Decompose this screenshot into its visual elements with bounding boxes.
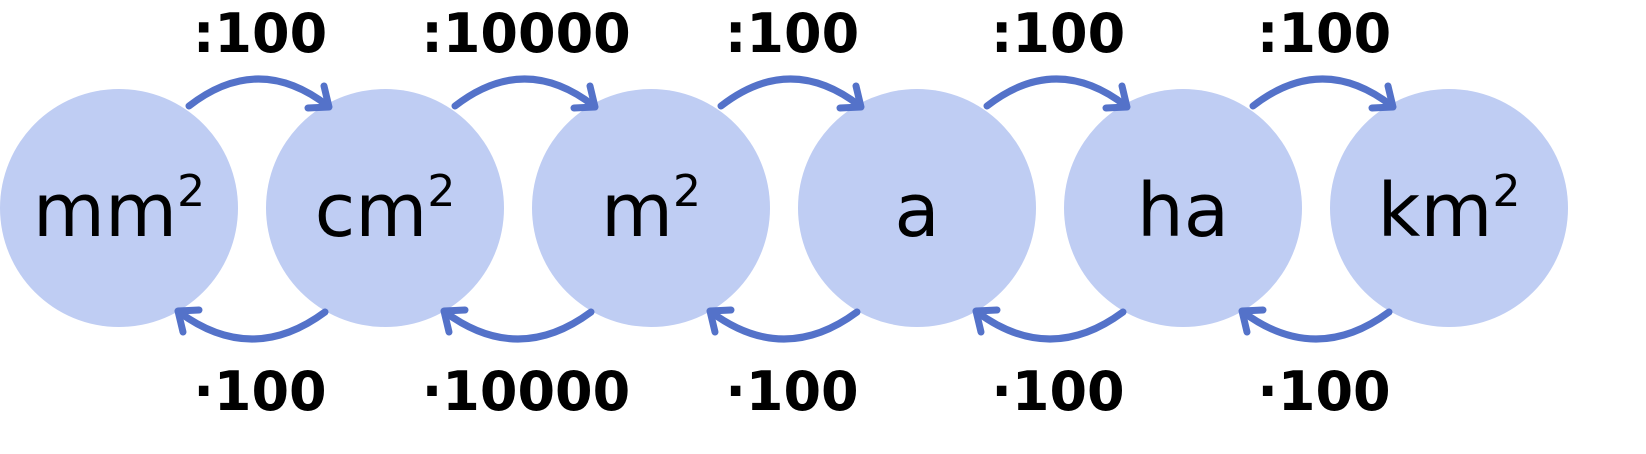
unit-label: a: [894, 168, 939, 254]
forward-arrow: [983, 75, 1130, 110]
multiply-label: ·100: [725, 360, 858, 423]
arrowhead-icon: [570, 82, 599, 112]
backward-arrow: [441, 308, 595, 343]
arrowhead-icon: [1238, 306, 1267, 336]
unit-circle: [532, 89, 770, 327]
unit-label: ha: [1137, 168, 1229, 254]
divide-label: :100: [725, 2, 859, 65]
unit-circle: [1064, 89, 1302, 327]
arrowhead-icon: [706, 306, 735, 336]
divide-label: :10000: [421, 2, 630, 65]
forward-arrow: [1249, 75, 1396, 110]
arrowhead-icon: [1102, 82, 1131, 112]
divide-label: :100: [193, 2, 327, 65]
arrowhead-icon: [836, 82, 865, 112]
divide-label: :100: [1257, 2, 1391, 65]
backward-arrow: [175, 308, 329, 343]
arrowhead-icon: [174, 306, 203, 336]
arrowhead-icon: [440, 306, 469, 336]
unit-circle: [266, 89, 504, 327]
divide-label: :100: [991, 2, 1125, 65]
unit-label: cm2: [315, 166, 456, 254]
multiply-label: ·100: [1257, 360, 1390, 423]
forward-arrow: [185, 75, 332, 110]
unit-label: m2: [601, 166, 701, 254]
multiply-label: ·100: [991, 360, 1124, 423]
multiply-label: ·100: [193, 360, 326, 423]
unit-circle: [0, 89, 238, 327]
unit-label: km2: [1378, 166, 1521, 254]
multiply-label: ·10000: [422, 360, 630, 423]
arrowhead-icon: [1368, 82, 1397, 112]
arrowhead-icon: [304, 82, 333, 112]
unit-label: mm2: [33, 166, 205, 254]
forward-arrow: [451, 75, 598, 110]
unit-circle: [798, 89, 1036, 327]
unit-circle: [1330, 89, 1568, 327]
backward-arrow: [707, 308, 861, 343]
forward-arrow: [717, 75, 864, 110]
arrowhead-icon: [972, 306, 1001, 336]
backward-arrow: [973, 308, 1127, 343]
backward-arrow: [1239, 308, 1393, 343]
